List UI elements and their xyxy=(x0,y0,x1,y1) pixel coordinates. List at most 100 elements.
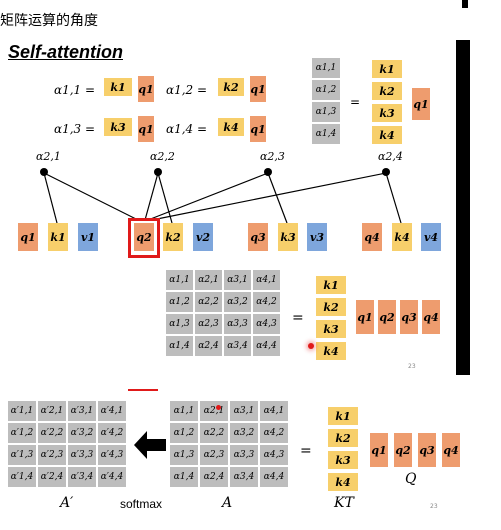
key-box: k2 xyxy=(316,298,346,316)
alpha-cell: α4,1 xyxy=(260,401,288,421)
query-box: q1 xyxy=(412,88,430,120)
alpha-cell: α4,2 xyxy=(260,423,288,443)
top-right-mark xyxy=(462,0,468,8)
red-mark xyxy=(128,389,158,391)
query-box: q3 xyxy=(400,300,418,334)
aprime-matrix: α′1,1 α′2,1 α′3,1 α′4,1 α′1,2 α′2,2 α′3,… xyxy=(8,401,130,491)
query-box: q2 xyxy=(378,300,396,334)
equals-sign: = xyxy=(300,443,312,459)
alpha-cell: α3,4 xyxy=(224,336,251,356)
pointer-dot xyxy=(216,405,221,410)
label-k-transpose: KT xyxy=(334,495,354,511)
alpha-cell: α1,1 xyxy=(312,58,340,78)
equals-sign: = xyxy=(292,310,304,326)
alpha-cell: α1,3 xyxy=(170,445,198,465)
key-box: k1 xyxy=(104,78,132,96)
alpha-cell: α1,1 xyxy=(170,401,198,421)
alpha-cell: α3,1 xyxy=(224,270,251,290)
alpha-prime-cell: α′1,4 xyxy=(8,467,36,487)
query-box: q2 xyxy=(394,433,412,467)
key-vector: k3 xyxy=(278,223,298,251)
alpha-prime-cell: α′2,3 xyxy=(38,445,66,465)
slide-softmax: α′1,1 α′2,1 α′3,1 α′4,1 α′1,2 α′2,2 α′3,… xyxy=(0,385,470,530)
query-vector: q2 xyxy=(134,223,154,251)
value-vector: v1 xyxy=(78,223,98,251)
key-box: k4 xyxy=(372,126,402,144)
attention-connections xyxy=(40,168,402,224)
alpha-prime-cell: α′3,4 xyxy=(68,467,96,487)
alpha-cell: α2,1 xyxy=(195,270,222,290)
alpha-cell: α4,3 xyxy=(260,445,288,465)
key-box: k1 xyxy=(372,60,402,78)
alpha-prime-cell: α′2,2 xyxy=(38,423,66,443)
label-softmax: softmax xyxy=(120,497,163,511)
key-box: k4 xyxy=(316,342,346,360)
alpha-cell: α1,4 xyxy=(170,467,198,487)
query-box: q1 xyxy=(370,433,388,467)
key-box: k3 xyxy=(104,118,132,136)
alpha-cell: α4,4 xyxy=(260,467,288,487)
alpha-prime-cell: α′2,1 xyxy=(38,401,66,421)
value-vector: v4 xyxy=(421,223,441,251)
alpha-cell: α3,1 xyxy=(230,401,258,421)
alpha-cell: α1,1 xyxy=(166,270,193,290)
query-box: q1 xyxy=(250,76,266,102)
equals-sign: = xyxy=(350,95,361,109)
page-number: 23 xyxy=(408,363,416,370)
pointer-dot xyxy=(308,343,314,349)
key-vector: k2 xyxy=(163,223,183,251)
alpha-cell: α1,2 xyxy=(166,292,193,312)
query-box: q4 xyxy=(422,300,440,334)
eq-alpha-1-3: α1,3 = xyxy=(54,122,96,136)
alpha-cell: α4,1 xyxy=(253,270,280,290)
key-box: k4 xyxy=(328,473,358,491)
alpha-cell: α2,3 xyxy=(200,445,228,465)
alpha-matrix: α1,1 α2,1 α3,1 α4,1 α1,2 α2,2 α3,2 α4,2 … xyxy=(166,270,282,358)
alpha-cell: α4,4 xyxy=(253,336,280,356)
key-box: k2 xyxy=(328,429,358,447)
eq-alpha-1-1: α1,1 = xyxy=(54,83,96,97)
alpha-prime-cell: α′4,1 xyxy=(98,401,126,421)
alpha-cell: α2,1 xyxy=(200,401,228,421)
slide-right-bar xyxy=(456,40,470,375)
alpha-prime-cell: α′4,4 xyxy=(98,467,126,487)
value-vector: v3 xyxy=(307,223,327,251)
query-vector: q4 xyxy=(362,223,382,251)
value-vector: v2 xyxy=(193,223,213,251)
key-box: k3 xyxy=(316,320,346,338)
alpha-cell: α1,4 xyxy=(166,336,193,356)
key-box: k3 xyxy=(328,451,358,469)
key-vector: k4 xyxy=(392,223,412,251)
query-box: q4 xyxy=(442,433,460,467)
alpha-prime-cell: α′3,2 xyxy=(68,423,96,443)
slide-title: Self-attention xyxy=(8,42,123,62)
a-matrix: α1,1 α2,1 α3,1 α4,1 α1,2 α2,2 α3,2 α4,2 … xyxy=(170,401,292,491)
alpha-cell: α1,3 xyxy=(312,102,340,122)
alpha-cell: α1,3 xyxy=(166,314,193,334)
label-a: A xyxy=(222,495,233,511)
key-vector: k1 xyxy=(48,223,68,251)
node-alpha-2-1: α2,1 xyxy=(36,150,61,163)
query-vector: q3 xyxy=(248,223,268,251)
node-alpha-2-2: α2,2 xyxy=(150,150,175,163)
alpha-cell: α2,4 xyxy=(200,467,228,487)
slide-self-attention: Self-attention α1,1 = k1 q1 α1,2 = k2 q1… xyxy=(0,30,470,375)
key-box: k4 xyxy=(218,118,244,136)
alpha-cell: α1,4 xyxy=(312,124,340,144)
alpha-cell: α3,2 xyxy=(224,292,251,312)
alpha-cell: α3,3 xyxy=(230,445,258,465)
alpha-cell: α4,2 xyxy=(253,292,280,312)
alpha-cell: α3,2 xyxy=(230,423,258,443)
label-q: Q xyxy=(405,471,417,487)
eq-alpha-1-4: α1,4 = xyxy=(166,122,208,136)
alpha-cell: α2,3 xyxy=(195,314,222,334)
alpha-cell: α3,3 xyxy=(224,314,251,334)
query-box: q1 xyxy=(356,300,374,334)
query-box: q1 xyxy=(138,76,154,102)
key-box: k2 xyxy=(218,78,244,96)
alpha-cell: α3,4 xyxy=(230,467,258,487)
alpha-cell: α1,2 xyxy=(312,80,340,100)
query-box: q3 xyxy=(418,433,436,467)
query-box: q1 xyxy=(250,116,266,142)
query-box: q1 xyxy=(138,116,154,142)
